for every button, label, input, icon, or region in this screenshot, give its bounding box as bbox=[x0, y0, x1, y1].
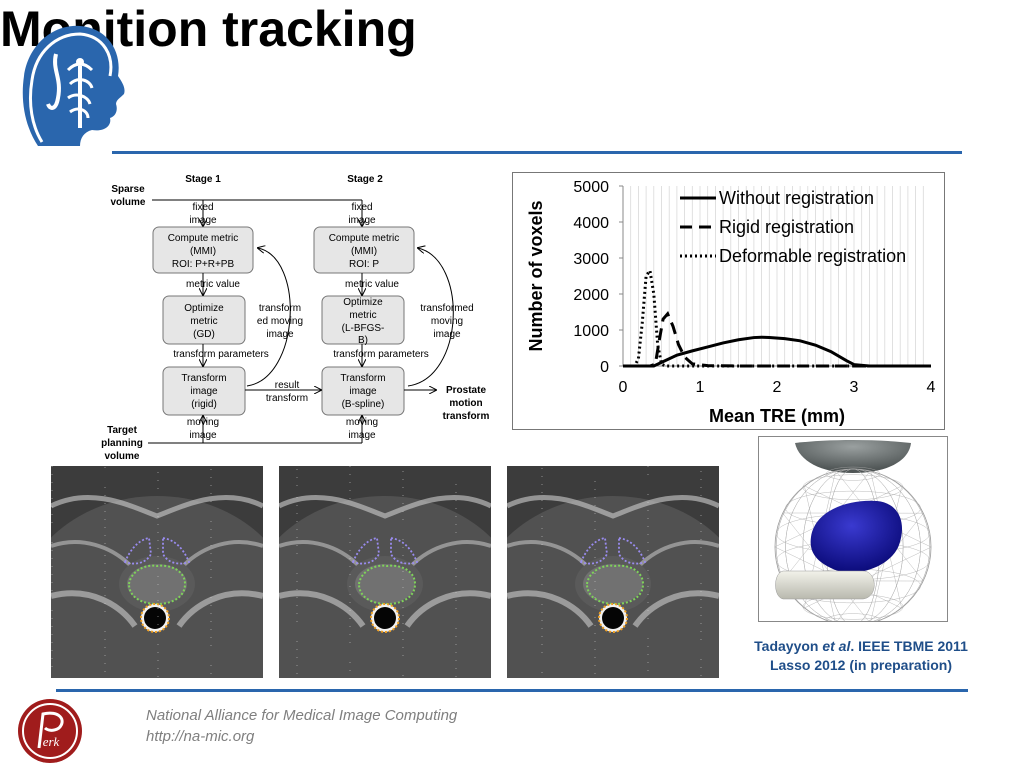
box-s1-tx-3: (rigid) bbox=[191, 399, 217, 410]
sparse-volume-label-2: volume bbox=[110, 197, 145, 208]
y-tick-label: 1000 bbox=[573, 323, 609, 340]
registration-flowchart: Stage 1 Stage 2 Sparse volume fixed imag… bbox=[90, 168, 510, 468]
x-tick-label: 1 bbox=[696, 379, 705, 396]
result-transform-2: transform bbox=[266, 393, 308, 404]
perk-logo-text: erk bbox=[43, 734, 60, 749]
box-s1-metric-1: Compute metric bbox=[168, 233, 239, 244]
footer-url: http://na-mic.org bbox=[146, 728, 254, 745]
box-s2-tx-3: (B-spline) bbox=[342, 399, 385, 410]
moving-image-s2-1: moving bbox=[346, 417, 378, 428]
transformed-moving-s2-1: transformed bbox=[420, 303, 473, 314]
box-s2-metric-2: (MMI) bbox=[351, 246, 377, 257]
y-tick-label: 5000 bbox=[573, 179, 609, 196]
citation-author: Tadayyon bbox=[754, 638, 822, 654]
prostate-transform-1: Prostate bbox=[446, 385, 486, 396]
citation-etal: et al bbox=[822, 638, 850, 654]
moving-image-s1-2: image bbox=[189, 430, 217, 441]
prostate-transform-2: motion bbox=[449, 398, 482, 409]
result-transform-1: result bbox=[275, 380, 300, 391]
target-volume-3: volume bbox=[104, 451, 139, 462]
box-s2-opt-3: (L-BFGS- bbox=[342, 323, 385, 334]
transformed-moving-s2-2: moving bbox=[431, 316, 463, 327]
box-s1-metric-3: ROI: P+R+PB bbox=[172, 259, 235, 270]
mri-panel-3 bbox=[507, 466, 719, 678]
moving-image-s1-1: moving bbox=[187, 417, 219, 428]
y-axis-label: Number of voxels bbox=[526, 200, 546, 351]
box-s2-tx-2: image bbox=[349, 386, 377, 397]
box-s2-opt-2: metric bbox=[349, 310, 376, 321]
box-s2-metric-1: Compute metric bbox=[329, 233, 400, 244]
box-s1-opt-3: (GD) bbox=[193, 329, 215, 340]
footer-org: National Alliance for Medical Image Comp… bbox=[146, 707, 457, 724]
box-s1-opt-2: metric bbox=[190, 316, 217, 327]
moving-image-s2-2: image bbox=[348, 430, 376, 441]
footer-divider bbox=[56, 689, 968, 692]
legend-label-1: Without registration bbox=[719, 188, 874, 208]
deformable-mesh-render bbox=[758, 436, 948, 622]
transform-params-s1: transform parameters bbox=[173, 349, 269, 360]
sparse-volume-label-1: Sparse bbox=[111, 184, 145, 195]
prostate-transform-3: transform bbox=[443, 411, 490, 422]
transformed-moving-s1-1: transform bbox=[259, 303, 301, 314]
box-s2-opt-4: B) bbox=[358, 335, 368, 346]
box-s2-tx-1: Transform bbox=[340, 373, 385, 384]
stage2-label: Stage 2 bbox=[347, 174, 383, 185]
x-tick-label: 4 bbox=[927, 379, 936, 396]
box-s2-metric-3: ROI: P bbox=[349, 259, 379, 270]
x-tick-label: 2 bbox=[773, 379, 782, 396]
citation-journal: . IEEE TBME 2011 bbox=[850, 638, 968, 654]
stage1-label: Stage 1 bbox=[185, 174, 221, 185]
x-axis-label: Mean TRE (mm) bbox=[709, 406, 845, 426]
transform-params-s2: transform parameters bbox=[333, 349, 429, 360]
y-tick-label: 2000 bbox=[573, 287, 609, 304]
citation-line2: Lasso 2012 (in preparation) bbox=[730, 656, 992, 675]
mri-panel-1 bbox=[51, 466, 263, 678]
namic-logo bbox=[18, 18, 128, 153]
metric-value-s2: metric value bbox=[345, 279, 399, 290]
box-s2-opt-1: Optimize bbox=[343, 297, 383, 308]
slide-title: Monition tracking bbox=[0, 0, 1024, 58]
target-volume-1: Target bbox=[107, 425, 137, 436]
legend-label-3: Deformable registration bbox=[719, 246, 906, 266]
y-tick-label: 0 bbox=[600, 359, 609, 376]
y-tick-label: 3000 bbox=[573, 251, 609, 268]
header-divider bbox=[112, 151, 962, 154]
x-tick-label: 0 bbox=[619, 379, 628, 396]
mri-panel-2 bbox=[279, 466, 491, 678]
transformed-moving-s1-2: ed moving bbox=[257, 316, 303, 327]
box-s1-metric-2: (MMI) bbox=[190, 246, 216, 257]
transformed-moving-s1-3: image bbox=[266, 329, 294, 340]
y-tick-label: 4000 bbox=[573, 215, 609, 232]
x-tick-label: 3 bbox=[850, 379, 859, 396]
box-s1-tx-1: Transform bbox=[181, 373, 226, 384]
box-s1-opt-1: Optimize bbox=[184, 303, 224, 314]
legend-label-2: Rigid registration bbox=[719, 217, 854, 237]
transformed-moving-s2-3: image bbox=[433, 329, 461, 340]
target-volume-2: planning bbox=[101, 438, 143, 449]
perk-logo: erk bbox=[17, 698, 83, 764]
box-s1-tx-2: image bbox=[190, 386, 218, 397]
citation: Tadayyon et al. IEEE TBME 2011 Lasso 201… bbox=[730, 637, 992, 675]
metric-value-s1: metric value bbox=[186, 279, 240, 290]
